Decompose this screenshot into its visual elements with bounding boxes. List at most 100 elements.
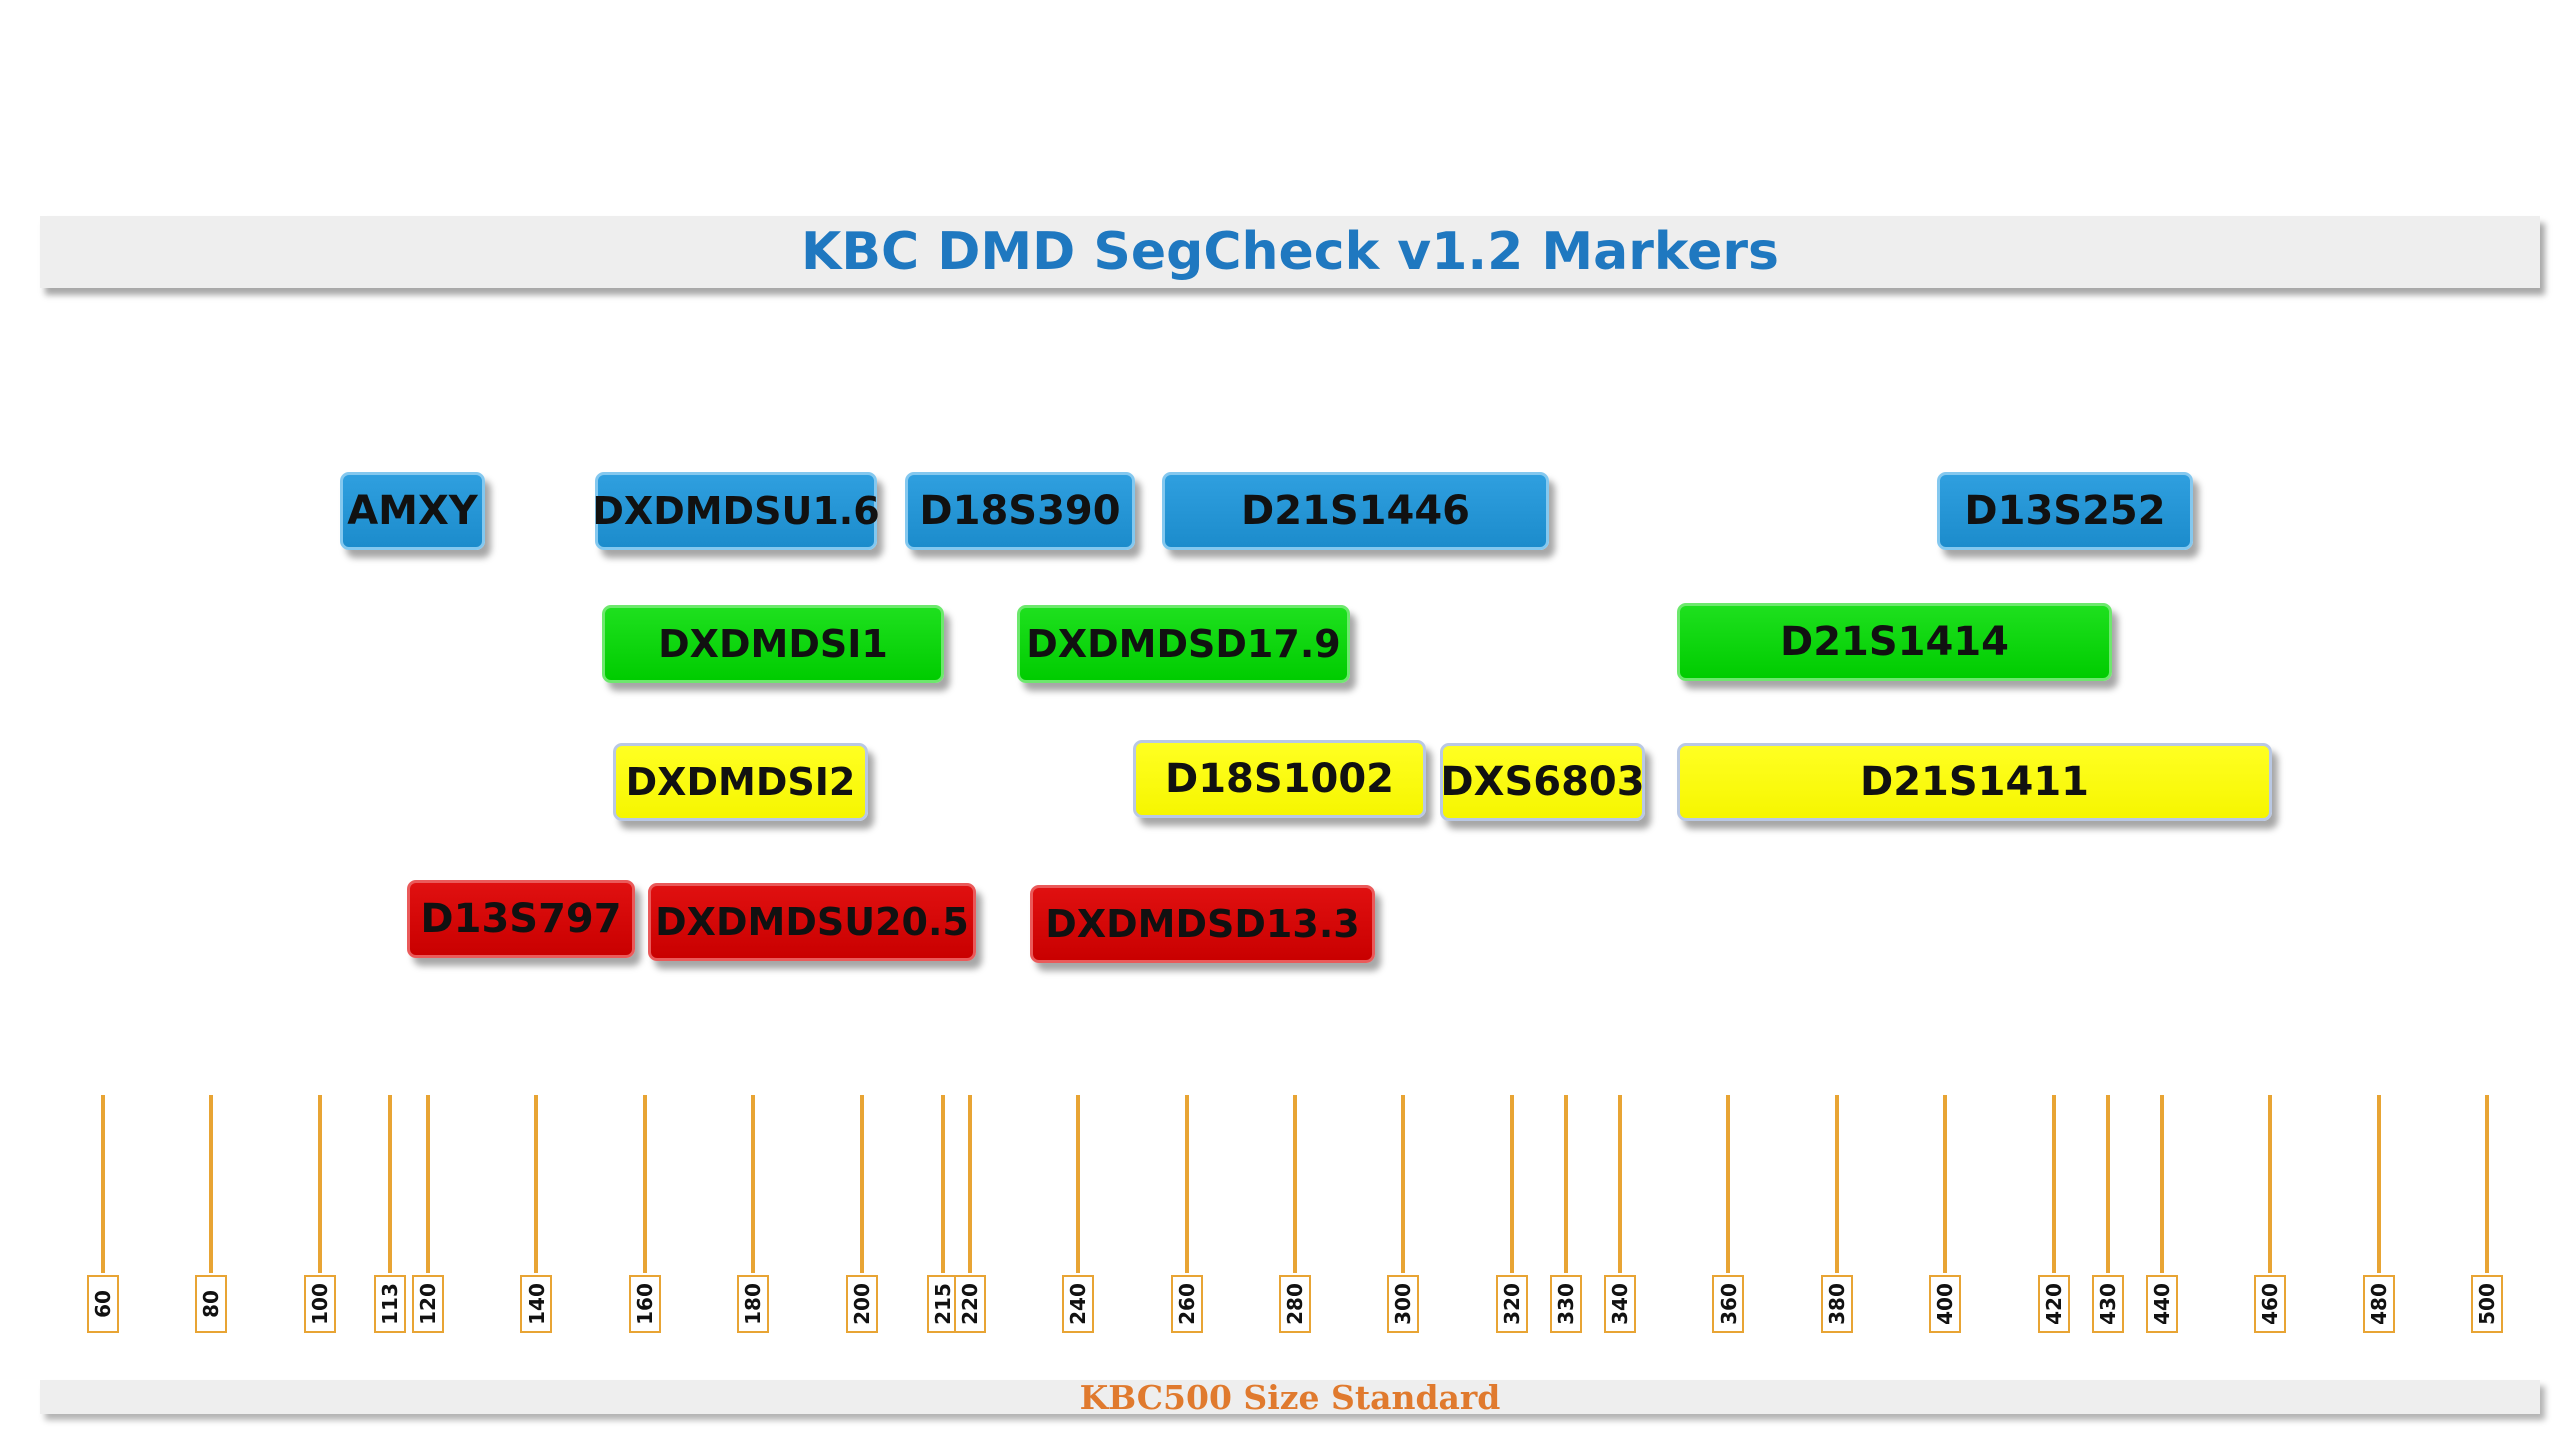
- size-tick-value: 440: [2149, 1283, 2174, 1325]
- size-tick-label: 260: [1170, 1275, 1203, 1333]
- size-tick-label: 430: [2091, 1275, 2124, 1333]
- size-tick-label: 120: [412, 1275, 445, 1333]
- marker-dxdmdsd17-9: DXDMDSD17.9: [1017, 605, 1350, 683]
- size-tick-value: 160: [632, 1283, 657, 1325]
- size-tick-line: [1618, 1095, 1623, 1273]
- size-tick-label: 340: [1604, 1275, 1637, 1333]
- size-standard-title: KBC500 Size Standard: [1079, 1377, 1501, 1417]
- size-tick-line: [940, 1095, 945, 1273]
- size-tick-line: [2268, 1095, 2273, 1273]
- size-tick-line: [1943, 1095, 1948, 1273]
- size-tick-label: 60: [87, 1275, 119, 1333]
- marker-label: D13S797: [420, 896, 622, 942]
- size-tick-line: [1563, 1095, 1568, 1273]
- size-tick-label: 460: [2254, 1275, 2287, 1333]
- size-tick-line: [388, 1095, 393, 1273]
- size-tick-label: 330: [1549, 1275, 1582, 1333]
- size-tick-value: 400: [1933, 1283, 1958, 1325]
- size-tick-line: [2485, 1095, 2489, 1273]
- size-tick-value: 200: [849, 1283, 874, 1325]
- size-tick-value: 330: [1553, 1283, 1578, 1325]
- marker-d21s1414: D21S1414: [1677, 603, 2112, 681]
- marker-label: DXDMDSI2: [625, 760, 856, 804]
- page-title: KBC DMD SegCheck v1.2 Markers: [801, 222, 1779, 282]
- size-tick-label: 280: [1279, 1275, 1311, 1333]
- size-tick-value: 260: [1174, 1283, 1199, 1325]
- size-tick-label: 220: [953, 1275, 986, 1333]
- size-tick-label: 200: [845, 1275, 878, 1333]
- size-tick-line: [2159, 1095, 2164, 1273]
- marker-d21s1446: D21S1446: [1162, 472, 1549, 550]
- size-tick-value: 113: [378, 1283, 403, 1325]
- size-tick-label: 320: [1495, 1275, 1528, 1333]
- marker-label: D21S1411: [1859, 759, 2089, 805]
- size-tick-line: [2051, 1095, 2056, 1273]
- title-bar: KBC DMD SegCheck v1.2 Markers: [40, 216, 2540, 288]
- size-tick-line: [534, 1095, 539, 1273]
- size-tick-label: 80: [195, 1275, 228, 1333]
- size-tick-label: 380: [1820, 1275, 1853, 1333]
- size-tick-value: 360: [1716, 1283, 1741, 1325]
- marker-d13s797: D13S797: [407, 880, 635, 958]
- size-tick-value: 240: [1066, 1283, 1091, 1325]
- size-tick-label: 240: [1062, 1275, 1095, 1333]
- marker-dxdmdsi2: DXDMDSI2: [613, 743, 868, 821]
- size-tick-line: [1726, 1095, 1731, 1273]
- size-tick-value: 140: [524, 1283, 549, 1325]
- size-tick-line: [1509, 1095, 1514, 1273]
- size-tick-value: 280: [1283, 1283, 1307, 1325]
- marker-dxdmdsu1-6: DXDMDSU1.6: [592, 472, 880, 550]
- size-tick-value: 60: [91, 1290, 115, 1318]
- size-tick-line: [426, 1095, 431, 1273]
- size-tick-value: 300: [1391, 1283, 1416, 1325]
- footer-bar: KBC500 Size Standard: [40, 1377, 2540, 1417]
- marker-d13s252: D13S252: [1937, 472, 2193, 550]
- size-tick-label: 420: [2037, 1275, 2070, 1333]
- marker-label: DXDMDSD17.9: [1026, 622, 1341, 666]
- marker-dxdmdsu20-5: DXDMDSU20.5: [648, 883, 976, 961]
- size-tick-value: 215: [930, 1283, 955, 1325]
- size-tick-label: 113: [374, 1275, 407, 1333]
- marker-dxdmdsd13-3: DXDMDSD13.3: [1030, 885, 1375, 963]
- size-tick-line: [642, 1095, 647, 1273]
- marker-d21s1411: D21S1411: [1677, 743, 2272, 821]
- size-tick-line: [1076, 1095, 1081, 1273]
- size-tick-value: 380: [1824, 1283, 1849, 1325]
- marker-d18s390: D18S390: [905, 472, 1135, 550]
- size-tick-value: 500: [2475, 1283, 2499, 1325]
- size-tick-value: 460: [2258, 1283, 2283, 1325]
- size-tick-value: 100: [307, 1283, 332, 1325]
- size-tick-label: 160: [628, 1275, 661, 1333]
- size-tick-value: 120: [416, 1283, 441, 1325]
- size-tick-line: [1184, 1095, 1189, 1273]
- size-tick-value: 220: [957, 1283, 982, 1325]
- marker-label: DXDMDSU1.6: [592, 489, 880, 533]
- size-tick-value: 320: [1499, 1283, 1524, 1325]
- size-tick-label: 300: [1387, 1275, 1420, 1333]
- size-tick-line: [209, 1095, 214, 1273]
- size-tick-value: 430: [2095, 1283, 2120, 1325]
- size-tick-label: 100: [303, 1275, 336, 1333]
- marker-dxdmdsi1: DXDMDSI1: [602, 605, 944, 683]
- marker-label: D13S252: [1964, 488, 2166, 534]
- size-tick-line: [967, 1095, 972, 1273]
- marker-label: D18S390: [919, 488, 1121, 534]
- size-tick-line: [1401, 1095, 1406, 1273]
- size-tick-value: 180: [741, 1283, 766, 1325]
- size-tick-label: 140: [520, 1275, 553, 1333]
- marker-label: DXDMDSD13.3: [1045, 902, 1360, 946]
- size-tick-value: 340: [1608, 1283, 1633, 1325]
- size-tick-line: [317, 1095, 322, 1273]
- marker-d18s1002: D18S1002: [1133, 740, 1426, 818]
- size-tick-label: 480: [2362, 1275, 2395, 1333]
- size-tick-line: [751, 1095, 756, 1273]
- marker-label: DXDMDSI1: [658, 622, 888, 666]
- size-tick-line: [1293, 1095, 1297, 1273]
- marker-dxs6803: DXS6803: [1440, 743, 1645, 821]
- size-tick-label: 440: [2145, 1275, 2178, 1333]
- size-tick-label: 400: [1929, 1275, 1962, 1333]
- size-tick-line: [2376, 1095, 2381, 1273]
- marker-label: DXS6803: [1440, 759, 1645, 805]
- marker-label: AMXY: [347, 488, 478, 534]
- size-tick-label: 500: [2471, 1275, 2503, 1333]
